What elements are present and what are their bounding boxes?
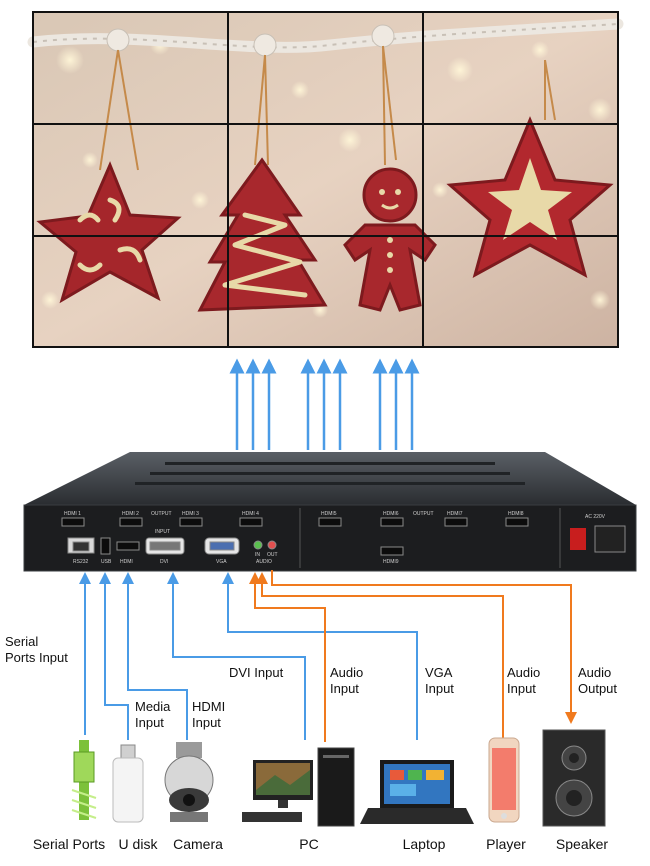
port-label-hdmi9: HDMI9 [383, 559, 399, 565]
usb-drive-icon [112, 744, 144, 823]
port-label-vga: VGA [216, 559, 227, 565]
port-label-hdmi6: HDMI6 [383, 511, 399, 517]
device-label-serial-ports: Serial Ports [32, 836, 106, 852]
port-label-out: OUT [267, 552, 278, 558]
output-label-left: OUTPUT [151, 511, 172, 517]
device-label-pc: PC [299, 836, 319, 852]
port-label-hdmi5: HDMI5 [321, 511, 337, 517]
usb-line [99, 572, 129, 740]
video-wall-controller [23, 452, 637, 572]
audio-out-line [271, 570, 577, 724]
output-arrows [229, 358, 420, 450]
output-label-right: OUTPUT [413, 511, 434, 517]
vga-line [222, 572, 418, 740]
star-cookie-left [36, 161, 182, 304]
device-label-player: Player [486, 836, 526, 852]
port-label-hdmi2: HDMI 2 [122, 511, 139, 517]
power-label: AC 220V [585, 514, 606, 520]
speaker-icon [542, 729, 606, 827]
input-label: INPUT [155, 529, 170, 535]
dvi-line [167, 572, 306, 740]
port-label-in: IN [255, 552, 260, 558]
laptop-icon [360, 760, 474, 824]
port-label-hdmi3: HDMI 3 [182, 511, 199, 517]
video-wall [27, 11, 624, 348]
desktop-pc-icon [242, 747, 355, 827]
device-label-camera: Camera [173, 836, 223, 852]
port-label-audio: AUDIO [256, 559, 272, 565]
wall-grid [32, 11, 619, 348]
device-label-u-disk: U disk [118, 836, 158, 852]
audio-in-player-line [256, 572, 504, 740]
port-label-hdmi1: HDMI 1 [64, 511, 81, 517]
serial-cable-icon [71, 740, 97, 820]
input-ports [67, 537, 277, 555]
smartphone-icon [488, 737, 520, 823]
connection-lines [79, 570, 577, 742]
device-label-laptop: Laptop [402, 836, 446, 852]
hdmi-output-ports [61, 517, 529, 556]
port-label-hdmi8: HDMI8 [508, 511, 524, 517]
audio-in-pc-line [249, 572, 326, 742]
power-socket [570, 525, 626, 553]
label-dvi-input: DVI Input [229, 665, 284, 680]
dome-camera-icon [164, 742, 214, 822]
port-label-hdmi7: HDMI7 [447, 511, 463, 517]
port-label-hdmi4: HDMI 4 [242, 511, 259, 517]
port-label-rs232: RS232 [73, 559, 89, 565]
port-label-usb: USB [101, 559, 112, 565]
device-label-speaker: Speaker [555, 836, 609, 852]
hdmi-line [122, 572, 188, 740]
port-label-dvi: DVI [160, 559, 168, 565]
port-label-hdmi: HDMI [120, 559, 133, 565]
gingerbread-cookie [343, 167, 437, 312]
